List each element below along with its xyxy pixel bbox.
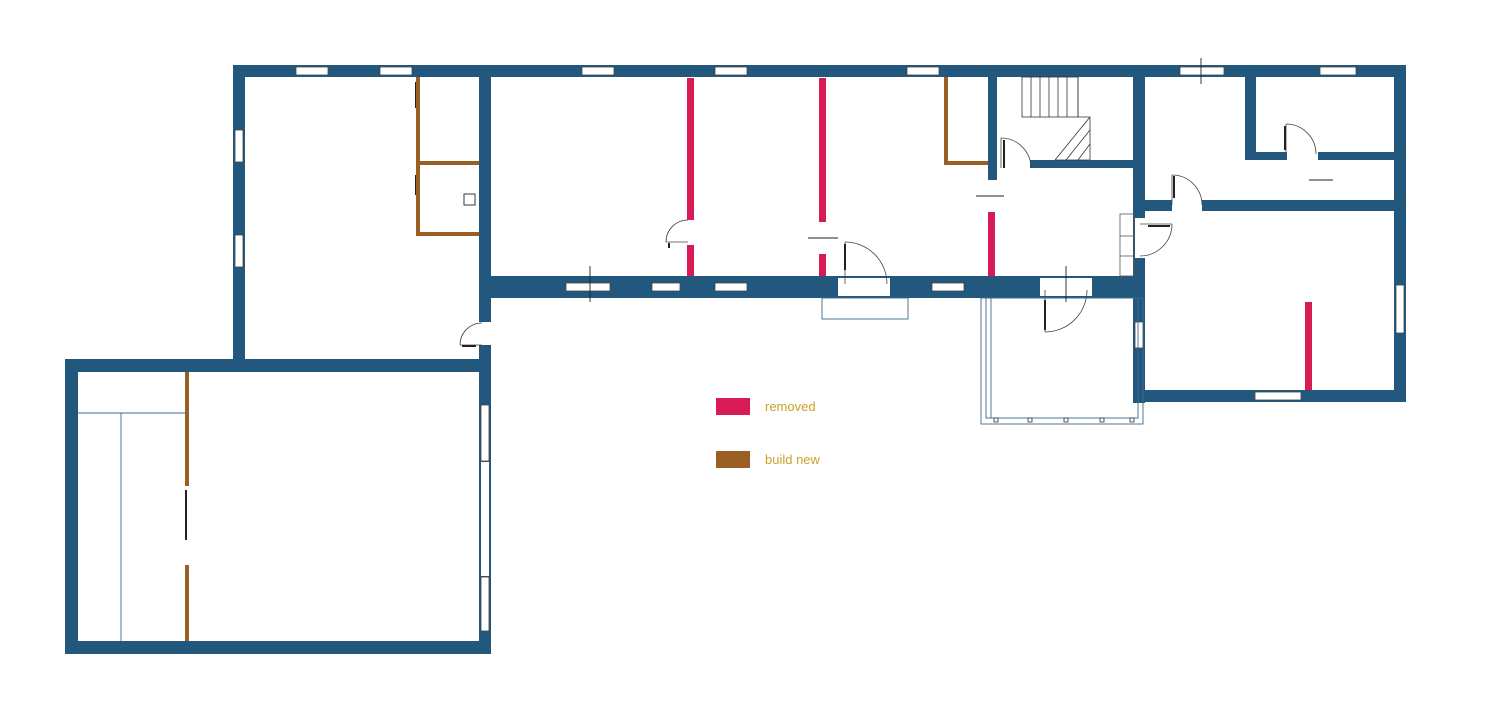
door-swings bbox=[459, 123, 1317, 346]
removed-wall bbox=[687, 245, 694, 276]
porch-post bbox=[1129, 417, 1135, 423]
door-gap bbox=[481, 322, 489, 345]
legend-label-build-new: build new bbox=[765, 452, 820, 467]
legend-swatch-removed bbox=[716, 398, 750, 415]
new-wall bbox=[416, 161, 479, 165]
new-wall bbox=[185, 372, 189, 486]
wall-right-interior-h bbox=[1202, 200, 1394, 211]
fixtures bbox=[463, 58, 1333, 302]
new-wall bbox=[416, 77, 420, 235]
stair-landing bbox=[1055, 77, 1091, 161]
window bbox=[714, 66, 748, 76]
fixture-box bbox=[463, 193, 476, 206]
new-wall bbox=[185, 565, 189, 641]
window bbox=[234, 234, 244, 268]
window bbox=[234, 129, 244, 163]
door-swing bbox=[844, 241, 888, 285]
porch-post bbox=[1063, 417, 1069, 423]
front-step bbox=[821, 297, 909, 320]
wall-small-room-h bbox=[1245, 152, 1287, 160]
window bbox=[480, 576, 490, 632]
wall-middle-bottom bbox=[491, 276, 1136, 298]
wall-upper-left bbox=[233, 65, 245, 370]
stair-block bbox=[1021, 76, 1079, 118]
porch-post bbox=[1099, 417, 1105, 423]
window bbox=[565, 282, 611, 292]
porch-post bbox=[1027, 417, 1033, 423]
stair-diag bbox=[1065, 129, 1091, 161]
door-gap bbox=[1135, 218, 1145, 258]
removed-wall bbox=[819, 78, 826, 222]
window bbox=[1319, 66, 1357, 76]
wall-stair-v bbox=[988, 77, 997, 180]
removed-walls bbox=[687, 78, 1312, 390]
door-gaps bbox=[481, 150, 1318, 576]
window bbox=[480, 404, 490, 462]
legend-label-removed: removed bbox=[765, 399, 816, 414]
door-swing bbox=[665, 219, 689, 243]
door-swing bbox=[1000, 137, 1032, 169]
wall-lower-left bbox=[65, 359, 78, 654]
door-handles bbox=[185, 82, 1286, 540]
legend-item-removed: removed bbox=[716, 398, 816, 415]
window bbox=[1395, 284, 1405, 334]
removed-wall bbox=[1305, 302, 1312, 390]
door-gap bbox=[838, 278, 890, 296]
legend-item-build-new: build new bbox=[716, 451, 820, 468]
wall-divider-left bbox=[479, 77, 491, 322]
entry-step bbox=[1119, 213, 1135, 277]
wall-small-room-v bbox=[1245, 77, 1256, 160]
window bbox=[931, 282, 965, 292]
wall-lower-top bbox=[65, 359, 491, 372]
wall-top bbox=[233, 65, 1406, 77]
staircase bbox=[1021, 76, 1091, 161]
wall-lower-bottom bbox=[65, 641, 491, 654]
window bbox=[379, 66, 413, 76]
porch-post bbox=[993, 417, 999, 423]
porch bbox=[821, 297, 1144, 425]
door-swing bbox=[1139, 223, 1173, 257]
window bbox=[295, 66, 329, 76]
wall-right bbox=[1394, 65, 1406, 402]
wall-stair-h bbox=[1030, 160, 1133, 168]
removed-wall bbox=[819, 254, 826, 276]
window bbox=[581, 66, 615, 76]
lower-room-lines bbox=[78, 412, 186, 641]
door-swing bbox=[1285, 123, 1317, 155]
walls bbox=[65, 65, 1406, 654]
legend-swatch-build-new bbox=[716, 451, 750, 468]
wall-small-room-h2 bbox=[1318, 152, 1394, 160]
wall-right-interior-h2 bbox=[1145, 200, 1172, 211]
entry-steps bbox=[1119, 213, 1135, 277]
door-swing bbox=[1171, 174, 1203, 206]
stair-diag bbox=[1054, 116, 1091, 161]
removed-wall bbox=[687, 78, 694, 220]
window bbox=[651, 282, 681, 292]
door-gap bbox=[997, 158, 1030, 170]
stair-diag bbox=[1077, 143, 1091, 161]
windows bbox=[234, 66, 1405, 632]
porch-frame bbox=[980, 297, 1144, 425]
new-wall bbox=[944, 161, 988, 165]
window bbox=[906, 66, 940, 76]
door-swing bbox=[459, 322, 483, 346]
porch-inner bbox=[985, 297, 1139, 419]
removed-wall bbox=[988, 212, 995, 276]
new-wall bbox=[944, 77, 948, 165]
door-gap bbox=[1287, 150, 1318, 162]
new-wall bbox=[416, 232, 479, 236]
new-walls bbox=[185, 77, 988, 641]
window bbox=[1254, 391, 1302, 401]
window bbox=[1179, 66, 1225, 76]
door-gap bbox=[1172, 198, 1202, 213]
porch-posts bbox=[993, 417, 1135, 423]
door-gap bbox=[481, 462, 489, 576]
window bbox=[1134, 321, 1144, 349]
window bbox=[714, 282, 748, 292]
